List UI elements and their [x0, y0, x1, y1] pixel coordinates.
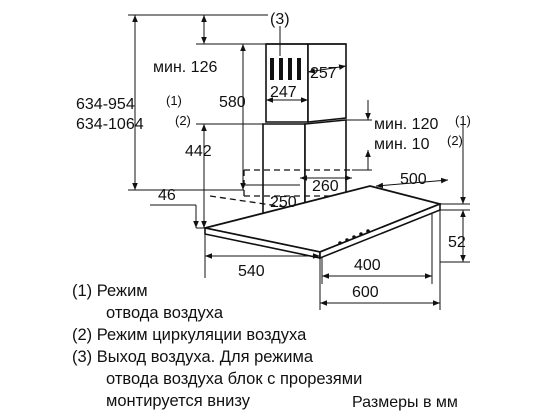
min-120-label: мин. 120 — [374, 116, 438, 133]
min-10-ref: (2) — [447, 133, 463, 148]
note-3: (3) Выход воздуха. Для режима — [72, 346, 362, 368]
inner-depth-label: 250 — [270, 194, 297, 211]
air-outlet-slots — [270, 58, 301, 80]
upper-chimney-front — [265, 43, 309, 123]
min-10-label: мин. 10 — [374, 136, 430, 153]
note-1: (1) Режим — [72, 280, 362, 302]
total-height-2-ref: (2) — [175, 113, 191, 128]
note-1-ref: (1) — [72, 282, 93, 300]
lower-height-label: 442 — [185, 143, 212, 160]
dimension-labels: (3) 634-954 (1) 634-1064 (2) мин. 126 58… — [76, 11, 471, 301]
note-3-line1: Выход воздуха. Для режима — [96, 348, 314, 366]
total-height-1-ref: (1) — [166, 93, 182, 108]
canopy-width-540-label: 540 — [238, 263, 265, 280]
note-3-line3: монтируется внизу — [106, 392, 250, 410]
legend-notes: (1) Режим отвода воздуха (2) Режим цирку… — [72, 280, 362, 412]
edge-height-label: 52 — [448, 234, 466, 251]
note-3-ref: (3) — [72, 348, 93, 366]
min-top-label: мин. 126 — [153, 59, 217, 76]
note-1-line2: отвода воздуха — [106, 304, 224, 322]
upper-chimney-side — [307, 43, 347, 123]
units-caption: Размеры в мм — [352, 394, 458, 411]
note-1-line1: Режим — [96, 282, 148, 300]
canopy-depth-label: 500 — [400, 171, 427, 188]
total-height-1-label: 634-954 — [76, 96, 135, 113]
note-3-line2: отвода воздуха блок с прорезями — [106, 370, 363, 388]
front-width-label: 400 — [354, 257, 381, 274]
min-120-ref: (1) — [455, 113, 471, 128]
callout-outlet-label: (3) — [270, 11, 290, 28]
control-panel — [338, 229, 370, 245]
chimney-height-label: 580 — [219, 94, 246, 111]
canopy-thickness-label: 46 — [158, 187, 176, 204]
chimney-depth-label: 257 — [310, 65, 337, 82]
note-2-ref: (2) — [72, 326, 93, 344]
note-2: (2) Режим циркуляции воздуха — [72, 324, 362, 346]
inner-width-label: 260 — [312, 178, 339, 195]
canopy-width-600-label: 600 — [352, 284, 379, 301]
dimension-lines — [128, 14, 470, 310]
total-height-2-label: 634-1064 — [76, 116, 144, 133]
chimney-width-label: 247 — [270, 84, 297, 101]
note-2-line1: Режим циркуляции воздуха — [96, 326, 307, 344]
